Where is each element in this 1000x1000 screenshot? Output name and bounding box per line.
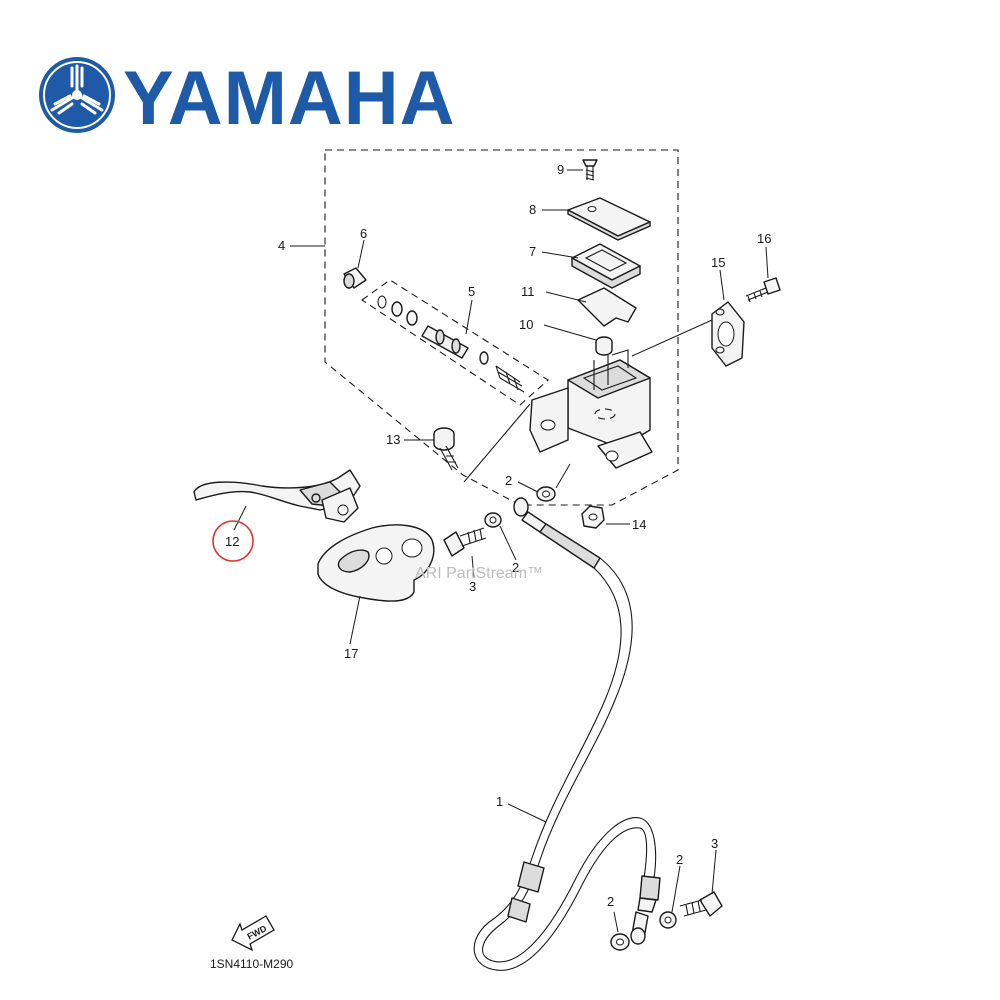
holder-bracket-part (711, 301, 745, 367)
diaphragm-part (577, 287, 637, 327)
callout-10[interactable]: 10 (519, 317, 533, 332)
brake-lever-part (193, 469, 361, 523)
callout-1[interactable]: 1 (496, 794, 503, 809)
callout-3-lower[interactable]: 3 (711, 836, 718, 851)
callout-16[interactable]: 16 (757, 231, 771, 246)
callout-9[interactable]: 9 (557, 162, 564, 177)
washer-hole (542, 490, 550, 498)
callout-17[interactable]: 17 (344, 646, 358, 661)
callout-2-middle[interactable]: 2 (512, 560, 519, 575)
union-bolt-part (443, 527, 487, 557)
reservoir-cap-part (567, 197, 651, 241)
callout-2-lower-left[interactable]: 2 (607, 894, 614, 909)
brake-hose-part (473, 497, 661, 971)
yamaha-logo: YAMAHA (39, 56, 456, 141)
brand-wordmark: YAMAHA (123, 56, 456, 141)
callout-15[interactable]: 15 (711, 255, 725, 270)
washer-hole (616, 938, 624, 946)
callout-2-lower-right[interactable]: 2 (676, 852, 683, 867)
callout-3-upper[interactable]: 3 (469, 579, 476, 594)
diaphragm-plate-part (571, 243, 641, 289)
callout-labels: 9 8 7 11 10 4 6 5 15 16 13 2 14 12 17 3 … (225, 162, 771, 909)
callout-14[interactable]: 14 (632, 517, 646, 532)
callout-4[interactable]: 4 (278, 238, 285, 253)
callout-12[interactable]: 12 (225, 534, 239, 549)
partstream-watermark: ARI PartStream™ (415, 565, 543, 582)
washer-hole (489, 516, 497, 524)
washer-hole (664, 916, 672, 924)
yamaha-tuning-fork-emblem-icon (39, 57, 115, 133)
callout-7[interactable]: 7 (529, 244, 536, 259)
piston-kit-part (377, 295, 525, 393)
bracket-bolt-part (745, 277, 781, 303)
highlighted-callout-ring (212, 520, 254, 562)
callout-13[interactable]: 13 (386, 432, 400, 447)
master-cylinder-body (529, 349, 653, 469)
diagram-code: 1SN4110-M290 (210, 957, 293, 971)
callout-2-upper[interactable]: 2 (505, 473, 512, 488)
master-cylinder-assembly-boundary (324, 149, 679, 506)
nut-part (581, 505, 605, 529)
screw-part (582, 159, 598, 181)
callout-8[interactable]: 8 (529, 202, 536, 217)
callout-6[interactable]: 6 (360, 226, 367, 241)
lever-pivot-bolt-part (433, 427, 459, 471)
callout-11[interactable]: 11 (521, 284, 535, 299)
leader-lines (233, 169, 769, 933)
callout-5[interactable]: 5 (468, 284, 475, 299)
piston-kit-boundary (361, 279, 549, 406)
dust-boot-part (343, 267, 367, 289)
forward-direction-icon: FWD (231, 915, 275, 952)
float-part (595, 336, 613, 356)
lever-cover-part (317, 524, 435, 602)
union-bolt-part (679, 891, 723, 917)
bolt-guide-line (463, 403, 531, 483)
